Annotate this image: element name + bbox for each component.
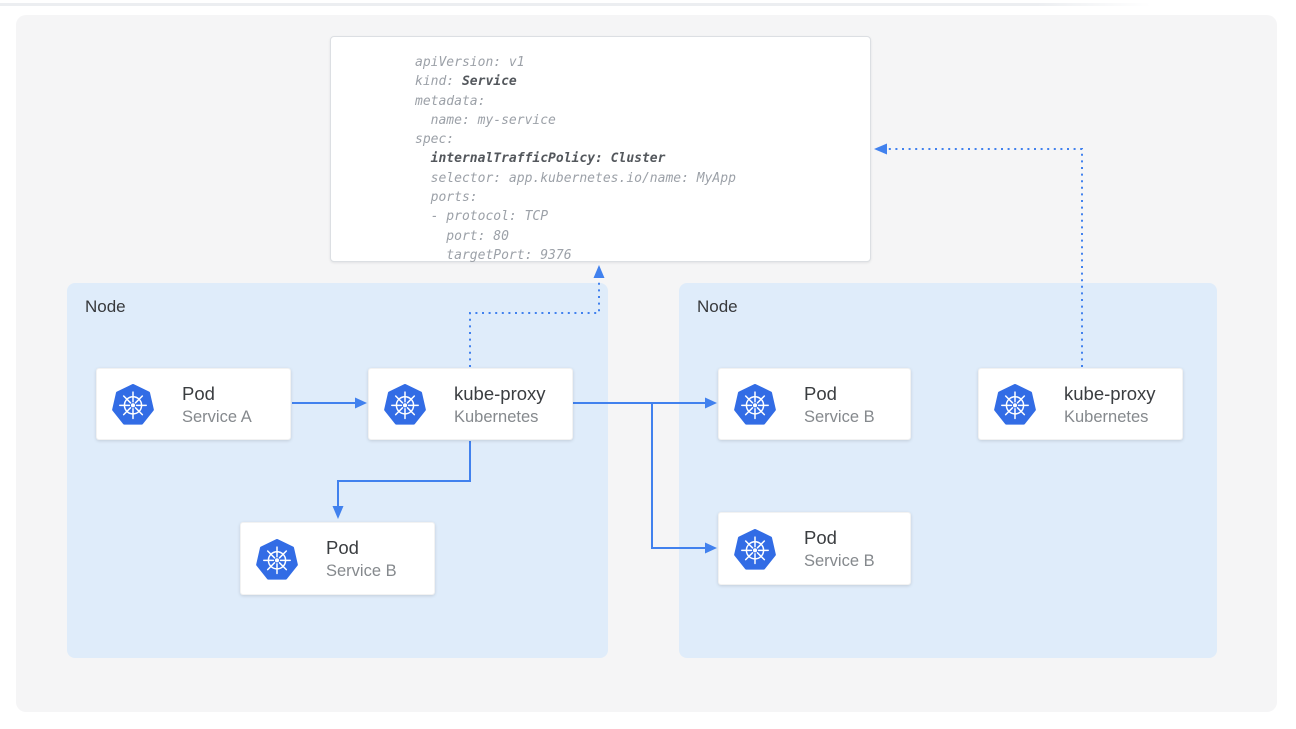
yaml-line-3: metadata:: [415, 92, 870, 111]
left-node-box: Node: [67, 283, 608, 658]
card-title: kube-proxy: [454, 382, 546, 404]
pod-card-service-b-left: Pod Service B: [240, 522, 435, 595]
kubernetes-icon: [112, 383, 154, 425]
card-subtitle: Kubernetes: [1064, 407, 1149, 426]
kube-proxy-card-right: kube-proxy Kubernetes: [978, 368, 1183, 440]
yaml-text: ports:: [415, 190, 478, 206]
pod-card-service-a: Pod Service A: [96, 368, 291, 440]
yaml-text: - protocol: TCP: [415, 209, 549, 225]
service-yaml-code: apiVersion: v1 kind: Service metadata: n…: [331, 37, 870, 265]
pod-card-service-b-right-top: Pod Service B: [718, 368, 911, 440]
card-subtitle: Service B: [804, 552, 875, 570]
pod-card-service-b-right-bottom: Pod Service B: [718, 512, 911, 585]
yaml-text: apiVersion: v1: [415, 55, 525, 70]
right-node-box: Node: [679, 283, 1217, 658]
yaml-text: name: my-service: [415, 112, 556, 128]
yaml-bold-text: internalTrafficPolicy: Cluster: [430, 151, 666, 167]
card-subtitle: Service A: [182, 407, 252, 426]
card-title: Pod: [326, 537, 359, 558]
card-title: Pod: [804, 527, 837, 548]
kubernetes-icon: [256, 538, 298, 580]
yaml-line-10: port: 80: [415, 227, 870, 246]
kubernetes-icon: [734, 528, 776, 570]
yaml-line-2: kind: Service: [415, 72, 870, 91]
yaml-line-6: internalTrafficPolicy: Cluster: [415, 149, 870, 168]
yaml-line-11: targetPort: 9376: [415, 246, 870, 265]
card-title: Pod: [804, 382, 837, 404]
left-node-label: Node: [85, 297, 126, 316]
yaml-text: metadata:: [415, 93, 486, 109]
top-divider: [0, 3, 1151, 6]
yaml-line-8: ports:: [415, 188, 870, 207]
yaml-line-5: spec:: [415, 130, 870, 149]
yaml-text: [415, 151, 431, 166]
card-subtitle: Kubernetes: [454, 407, 539, 426]
yaml-line-7: selector: app.kubernetes.io/name: MyApp: [415, 169, 870, 188]
yaml-line-9: - protocol: TCP: [415, 207, 870, 226]
yaml-bold-text: Service: [461, 74, 517, 90]
yaml-text: port: 80: [415, 228, 509, 244]
card-title: Pod: [182, 382, 215, 404]
yaml-line-1: apiVersion: v1: [415, 53, 870, 72]
card-subtitle: Service B: [804, 407, 875, 426]
yaml-text: kind:: [415, 74, 462, 90]
right-node-label: Node: [697, 297, 738, 316]
card-subtitle: Service B: [326, 562, 397, 580]
kubernetes-icon: [734, 383, 776, 425]
service-yaml-card: apiVersion: v1 kind: Service metadata: n…: [330, 36, 871, 265]
yaml-text: targetPort: 9376: [415, 247, 572, 263]
yaml-line-4: name: my-service: [415, 111, 870, 130]
kubernetes-icon: [994, 383, 1036, 425]
card-title: kube-proxy: [1064, 382, 1156, 404]
yaml-text: selector: app.kubernetes.io/name: MyApp: [415, 170, 736, 186]
kube-proxy-card-left: kube-proxy Kubernetes: [368, 368, 573, 440]
kubernetes-icon: [384, 383, 426, 425]
yaml-text: spec:: [415, 132, 455, 148]
